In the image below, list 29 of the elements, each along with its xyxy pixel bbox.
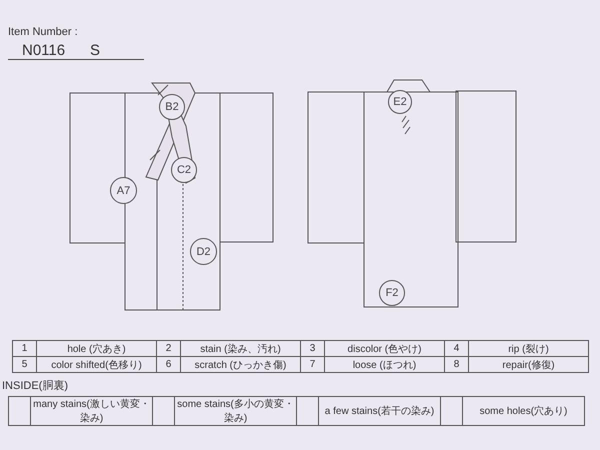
section-heading: INSIDE(胴裏) bbox=[2, 379, 68, 393]
circled-mark: D2 bbox=[190, 238, 217, 265]
code-number-cell: 2 bbox=[157, 341, 181, 357]
damage-type-cell: repair(修復) bbox=[469, 357, 589, 373]
item-number: N0116 bbox=[22, 42, 66, 59]
code-number-cell: 8 bbox=[445, 357, 469, 373]
condition-cell: a few stains(若干の染み) bbox=[319, 397, 441, 426]
code-number-cell: 4 bbox=[445, 341, 469, 357]
code-number-cell: 5 bbox=[13, 357, 37, 373]
code-number-cell: 7 bbox=[301, 357, 325, 373]
circled-mark: C2 bbox=[171, 157, 197, 183]
item-size: S bbox=[90, 42, 100, 59]
code-number-cell: 3 bbox=[301, 341, 325, 357]
condition-cell: some holes(穴あり) bbox=[463, 397, 585, 426]
item-number-label: Item Number : bbox=[8, 26, 78, 38]
code-number-cell: 1 bbox=[13, 341, 37, 357]
damage-type-cell: hole (穴あき) bbox=[37, 341, 157, 357]
damage-type-cell: discolor (色やけ) bbox=[325, 341, 445, 357]
condition-cell: some stains(多小の黄変・染み) bbox=[175, 397, 297, 426]
circled-mark: E2 bbox=[388, 90, 412, 114]
circled-mark: F2 bbox=[379, 280, 405, 306]
damage-type-cell: color shifted(色移り) bbox=[37, 357, 157, 373]
damage-type-cell: loose (ほつれ) bbox=[325, 357, 445, 373]
code-number-cell: 6 bbox=[157, 357, 181, 373]
damage-type-cell: stain (染み、汚れ) bbox=[181, 341, 301, 357]
circled-mark: A7 bbox=[110, 177, 137, 204]
damage-type-cell: scratch (ひっかき傷) bbox=[181, 357, 301, 373]
damage-type-cell: rip (裂け) bbox=[469, 341, 589, 357]
condition-cell: many stains(激しい黄変・染み) bbox=[31, 397, 153, 426]
